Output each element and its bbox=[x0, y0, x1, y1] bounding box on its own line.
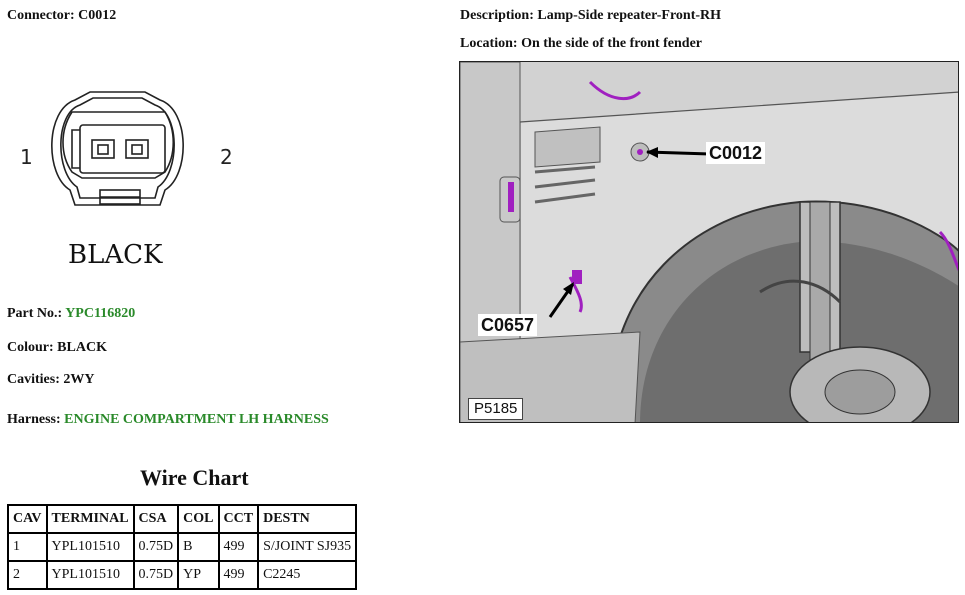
location-label: Location: bbox=[460, 36, 518, 51]
location-photo: C0012 C0657 P5185 bbox=[459, 61, 959, 423]
colour-value: BLACK bbox=[57, 340, 107, 355]
harness-label: Harness: bbox=[7, 412, 61, 427]
cavities-line: Cavities: 2WY bbox=[7, 372, 95, 388]
wire-chart-title: Wire Chart bbox=[140, 465, 249, 490]
part-number-line: Part No.: YPC116820 bbox=[7, 306, 135, 322]
wire-chart-table: CAV TERMINAL CSA COL CCT DESTN 1 YPL1015… bbox=[7, 504, 358, 590]
description-line: Description: Lamp-Side repeater-Front-RH bbox=[460, 8, 721, 24]
cell-csa: 0.75D bbox=[132, 560, 180, 590]
harness-link[interactable]: ENGINE COMPARTMENT LH HARNESS bbox=[64, 412, 329, 427]
part-number-label: Part No.: bbox=[7, 306, 63, 321]
callout-c0012: C0012 bbox=[706, 142, 766, 164]
cell-destn: S/JOINT SJ935 bbox=[257, 532, 358, 562]
col-cct: CCT bbox=[217, 504, 260, 534]
table-row: 2 YPL101510 0.75D YP 499 C2245 bbox=[7, 560, 358, 590]
cell-cav: 2 bbox=[7, 560, 48, 590]
connector-line: Connector: C0012 bbox=[7, 8, 116, 24]
col-csa: CSA bbox=[132, 504, 180, 534]
connector-face-diagram: 1 2 BLACK bbox=[20, 91, 233, 270]
cell-cct: 499 bbox=[217, 532, 260, 562]
vehicle-fender-illustration bbox=[460, 62, 958, 422]
col-terminal: TERMINAL bbox=[45, 504, 135, 534]
cell-cct: 499 bbox=[217, 560, 260, 590]
wire-chart-header-row: CAV TERMINAL CSA COL CCT DESTN bbox=[7, 504, 358, 534]
col-destn: DESTN bbox=[257, 504, 358, 534]
pin-1-label: 1 bbox=[20, 145, 33, 169]
col-col: COL bbox=[177, 504, 220, 534]
cavities-label: Cavities: bbox=[7, 372, 60, 387]
location-value: On the side of the front fender bbox=[521, 36, 703, 51]
cell-csa: 0.75D bbox=[132, 532, 180, 562]
connector-id: C0012 bbox=[78, 8, 117, 23]
connector-color-caption: BLACK bbox=[68, 240, 163, 270]
harness-line: Harness: ENGINE COMPARTMENT LH HARNESS bbox=[7, 412, 329, 428]
cell-terminal: YPL101510 bbox=[45, 560, 135, 590]
cell-col: YP bbox=[177, 560, 220, 590]
cell-destn: C2245 bbox=[257, 560, 358, 590]
part-number-link[interactable]: YPC116820 bbox=[65, 306, 136, 321]
callout-c0657: C0657 bbox=[478, 314, 538, 336]
colour-line: Colour: BLACK bbox=[7, 340, 107, 356]
cavities-value: 2WY bbox=[63, 372, 95, 387]
description-label: Description: bbox=[460, 8, 534, 23]
cell-col: B bbox=[177, 532, 220, 562]
figure-id: P5185 bbox=[468, 398, 524, 420]
description-value: Lamp-Side repeater-Front-RH bbox=[537, 8, 722, 23]
cell-cav: 1 bbox=[7, 532, 48, 562]
colour-label: Colour: bbox=[7, 340, 54, 355]
table-row: 1 YPL101510 0.75D B 499 S/JOINT SJ935 bbox=[7, 532, 358, 562]
col-cav: CAV bbox=[7, 504, 48, 534]
pin-2-label: 2 bbox=[220, 145, 233, 169]
cell-terminal: YPL101510 bbox=[45, 532, 135, 562]
location-line: Location: On the side of the front fende… bbox=[460, 36, 702, 52]
connector-label: Connector: bbox=[7, 8, 75, 23]
